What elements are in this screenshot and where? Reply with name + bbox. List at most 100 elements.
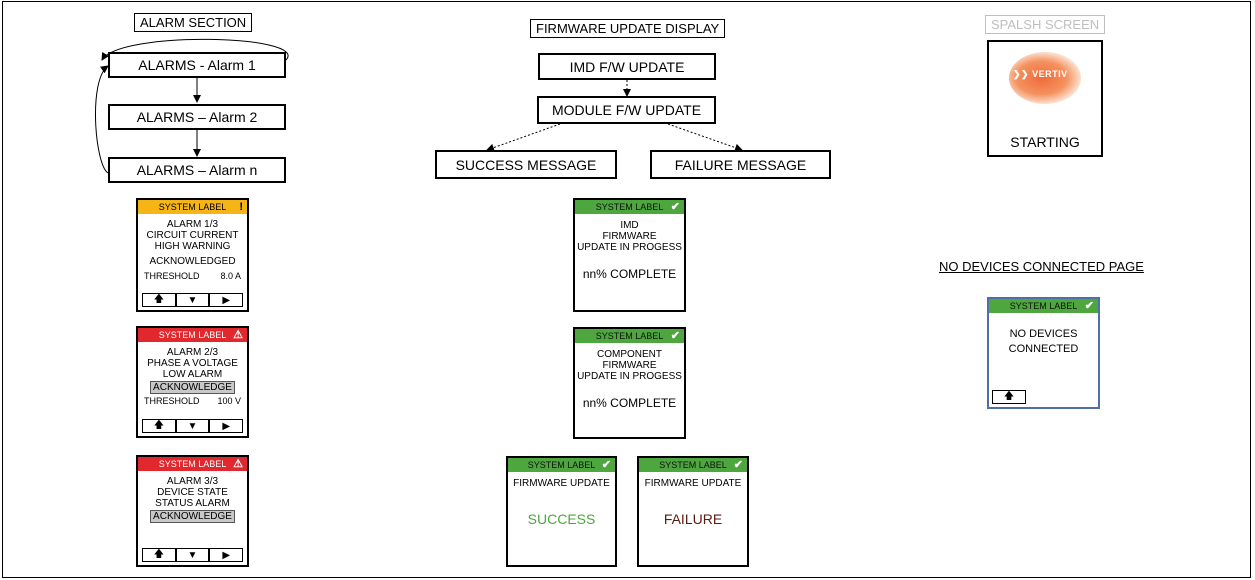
alarm-count: ALARM 1/3 bbox=[166, 219, 219, 230]
failure-result: FAILURE bbox=[663, 511, 723, 527]
progress-text: nn% COMPLETE bbox=[582, 267, 677, 281]
system-label: SYSTEM LABEL bbox=[595, 202, 664, 212]
vertiv-logo: ❯❯ VERTIV bbox=[1013, 69, 1068, 79]
acknowledge-button[interactable]: ACKNOWLEDGE bbox=[150, 510, 235, 523]
system-label: SYSTEM LABEL bbox=[158, 202, 227, 212]
threshold-value: 8.0 A bbox=[220, 271, 241, 281]
alarm-screen-2: SYSTEM LABEL ⚠ ALARM 2/3 PHASE A VOLTAGE… bbox=[136, 326, 249, 438]
alarm-desc-2: HIGH WARNING bbox=[154, 241, 231, 252]
no-devices-section-title: NO DEVICES CONNECTED PAGE bbox=[939, 259, 1144, 274]
module-fw-update-node: MODULE F/W UPDATE bbox=[537, 96, 716, 124]
home-button[interactable]: 🡅 bbox=[142, 548, 176, 562]
check-icon: ✔ bbox=[601, 459, 611, 471]
progress-text: nn% COMPLETE bbox=[582, 396, 677, 410]
check-icon: ✔ bbox=[733, 459, 743, 471]
screen-header: SYSTEM LABEL ✔ bbox=[989, 299, 1098, 313]
component-update-screen: SYSTEM LABEL ✔ COMPONENT FIRMWARE UPDATE… bbox=[573, 327, 686, 439]
down-button[interactable]: ▼ bbox=[175, 293, 210, 307]
down-arrow-icon: ▼ bbox=[187, 549, 198, 561]
right-arrow-icon: ▶ bbox=[222, 549, 231, 561]
check-icon: ✔ bbox=[1084, 300, 1094, 312]
threshold-label: THRESHOLD bbox=[144, 396, 200, 406]
alarm-1-node: ALARMS - Alarm 1 bbox=[108, 52, 286, 78]
screen-header: SYSTEM LABEL ⚠ bbox=[138, 457, 247, 471]
alarm-count: ALARM 3/3 bbox=[166, 476, 219, 487]
home-icon: 🡅 bbox=[153, 293, 164, 305]
screen-header: SYSTEM LABEL ✔ bbox=[639, 458, 747, 472]
home-icon: 🡅 bbox=[1003, 390, 1015, 402]
alarm-desc-2: LOW ALARM bbox=[162, 369, 223, 380]
next-button[interactable]: ▶ bbox=[209, 419, 244, 433]
imd-fw-update-node: IMD F/W UPDATE bbox=[538, 53, 716, 80]
down-button[interactable]: ▼ bbox=[175, 548, 210, 562]
screen-header: SYSTEM LABEL ! bbox=[138, 200, 247, 214]
system-label: SYSTEM LABEL bbox=[158, 459, 227, 469]
update-line-2: FIRMWARE bbox=[602, 360, 657, 371]
alarm-2-node: ALARMS – Alarm 2 bbox=[108, 104, 286, 130]
starting-status: STARTING bbox=[1010, 134, 1080, 150]
down-arrow-icon: ▼ bbox=[187, 294, 198, 306]
screen-header: SYSTEM LABEL ✔ bbox=[575, 200, 684, 214]
next-button[interactable]: ▶ bbox=[209, 293, 244, 307]
alarm-icon: ⚠ bbox=[233, 329, 243, 341]
firmware-update-label: FIRMWARE UPDATE bbox=[644, 478, 742, 489]
no-devices-line-1: NO DEVICES bbox=[1009, 328, 1078, 340]
success-message-node: SUCCESS MESSAGE bbox=[435, 150, 617, 179]
acknowledge-button[interactable]: ACKNOWLEDGE bbox=[150, 381, 235, 394]
screen-header: SYSTEM LABEL ⚠ bbox=[138, 328, 247, 342]
alarm-desc-1: CIRCUIT CURRENT bbox=[146, 230, 239, 241]
firmware-section-title: FIRMWARE UPDATE DISPLAY bbox=[530, 19, 726, 38]
screen-header: SYSTEM LABEL ✔ bbox=[508, 458, 615, 472]
home-button[interactable]: 🡅 bbox=[142, 419, 176, 433]
alarm-screen-1: SYSTEM LABEL ! ALARM 1/3 CIRCUIT CURRENT… bbox=[136, 198, 249, 312]
system-label: SYSTEM LABEL bbox=[527, 460, 596, 470]
splash-screen: ❯❯ VERTIV STARTING bbox=[987, 40, 1103, 157]
system-label: SYSTEM LABEL bbox=[659, 460, 727, 470]
no-devices-line-2: CONNECTED bbox=[1008, 343, 1079, 355]
success-result: SUCCESS bbox=[527, 511, 596, 527]
alarm-desc-1: DEVICE STATE bbox=[157, 487, 228, 498]
screen-header: SYSTEM LABEL ✔ bbox=[575, 329, 684, 343]
alarm-icon: ⚠ bbox=[233, 458, 243, 470]
alarm-desc-2: STATUS ALARM bbox=[155, 498, 230, 509]
down-button[interactable]: ▼ bbox=[175, 419, 210, 433]
home-button[interactable]: 🡅 bbox=[992, 390, 1026, 404]
vertiv-chevron-icon: ❯❯ bbox=[1013, 69, 1030, 79]
home-icon: 🡅 bbox=[153, 548, 164, 560]
right-arrow-icon: ▶ bbox=[222, 294, 231, 306]
system-label: SYSTEM LABEL bbox=[595, 331, 664, 341]
home-button[interactable]: 🡅 bbox=[142, 293, 176, 307]
next-button[interactable]: ▶ bbox=[209, 548, 244, 562]
failure-screen: SYSTEM LABEL ✔ FIRMWARE UPDATE FAILURE bbox=[637, 456, 749, 567]
alarm-section-title: ALARM SECTION bbox=[134, 13, 253, 32]
ack-status: ACKNOWLEDGED bbox=[149, 256, 236, 267]
alarm-n-node: ALARMS – Alarm n bbox=[108, 157, 286, 183]
check-icon: ✔ bbox=[670, 201, 680, 213]
update-line-2: FIRMWARE bbox=[602, 231, 657, 242]
firmware-update-label: FIRMWARE UPDATE bbox=[513, 478, 610, 489]
alarm-screen-3: SYSTEM LABEL ⚠ ALARM 3/3 DEVICE STATE ST… bbox=[136, 455, 249, 567]
update-line-1: COMPONENT bbox=[597, 349, 662, 360]
alarm-count: ALARM 2/3 bbox=[166, 347, 219, 358]
system-label: SYSTEM LABEL bbox=[158, 330, 227, 340]
update-line-1: IMD bbox=[620, 220, 639, 231]
success-screen: SYSTEM LABEL ✔ FIRMWARE UPDATE SUCCESS bbox=[506, 456, 617, 567]
update-line-3: UPDATE IN PROGESS bbox=[577, 371, 682, 382]
vertiv-logo-glow bbox=[1009, 52, 1081, 104]
home-icon: 🡅 bbox=[153, 419, 164, 431]
warning-icon: ! bbox=[239, 201, 243, 213]
right-arrow-icon: ▶ bbox=[222, 420, 231, 432]
system-label: SYSTEM LABEL bbox=[1009, 301, 1078, 311]
threshold-value: 100 V bbox=[217, 396, 241, 406]
update-line-3: UPDATE IN PROGESS bbox=[577, 242, 682, 253]
down-arrow-icon: ▼ bbox=[187, 420, 198, 432]
threshold-label: THRESHOLD bbox=[144, 271, 200, 281]
imd-update-screen: SYSTEM LABEL ✔ IMD FIRMWARE UPDATE IN PR… bbox=[573, 198, 686, 312]
failure-message-node: FAILURE MESSAGE bbox=[650, 150, 831, 179]
check-icon: ✔ bbox=[670, 330, 680, 342]
alarm-desc-1: PHASE A VOLTAGE bbox=[147, 358, 238, 369]
splash-section-title: SPALSH SCREEN bbox=[985, 15, 1106, 34]
no-devices-screen: SYSTEM LABEL ✔ NO DEVICES CONNECTED 🡅 bbox=[987, 297, 1100, 409]
